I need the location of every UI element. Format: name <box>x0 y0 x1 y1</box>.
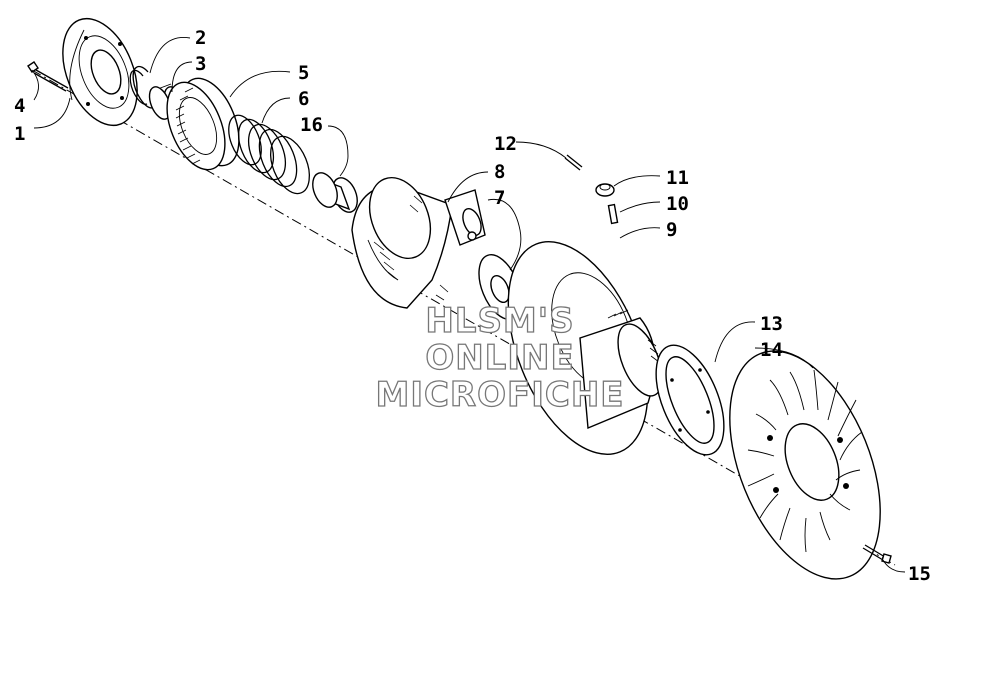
watermark: HLSM'S ONLINE MICROFICHE <box>375 300 624 415</box>
part-16-sleeve[interactable] <box>308 169 362 216</box>
callout-11: 11 <box>666 167 689 189</box>
callout-6: 6 <box>298 88 309 110</box>
callout-12: 12 <box>494 133 517 155</box>
callout-5: 5 <box>298 62 309 84</box>
part-14-fan-wheel[interactable] <box>700 329 910 600</box>
callout-15: 15 <box>908 563 931 585</box>
callout-16: 16 <box>300 114 323 136</box>
part-4-bolt[interactable] <box>27 61 69 92</box>
callout-3: 3 <box>195 53 206 75</box>
callout-2: 2 <box>195 27 206 49</box>
watermark-line-1: HLSM'S <box>425 301 574 341</box>
part-6-spring[interactable] <box>222 111 317 200</box>
callout-9: 9 <box>666 219 677 241</box>
callout-1: 1 <box>14 123 25 145</box>
watermark-line-2: ONLINE <box>425 338 574 378</box>
part-9-sheave[interactable] <box>480 222 675 475</box>
callout-labels: 4 1 2 3 5 6 16 12 8 7 11 10 9 13 14 15 <box>14 27 931 585</box>
watermark-line-3: MICROFICHE <box>375 375 624 415</box>
part-15-screw[interactable] <box>862 544 892 564</box>
part-11-cap[interactable] <box>595 183 615 197</box>
part-8-spider-housing[interactable] <box>351 169 486 309</box>
part-13-gasket-ring[interactable] <box>642 336 737 465</box>
callout-4: 4 <box>14 95 25 117</box>
callout-8: 8 <box>494 161 505 183</box>
part-12-pin[interactable] <box>564 154 583 171</box>
callout-7: 7 <box>494 187 505 209</box>
part-5-knurled-ring[interactable] <box>156 70 251 178</box>
part-1-cover-plate[interactable] <box>48 8 151 137</box>
callout-14: 14 <box>760 339 783 361</box>
callout-13: 13 <box>760 313 783 335</box>
part-2-snap-ring[interactable] <box>129 65 153 109</box>
part-10-pin[interactable] <box>607 203 619 225</box>
leader-lines <box>31 36 906 573</box>
callout-10: 10 <box>666 193 689 215</box>
